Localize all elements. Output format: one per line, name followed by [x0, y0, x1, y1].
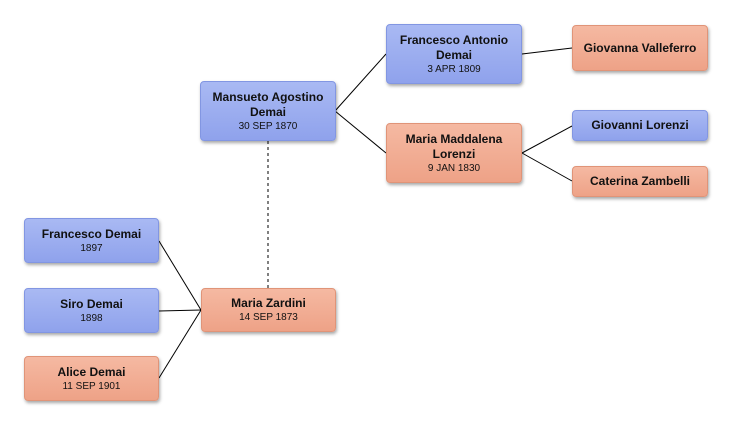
link-francesco-antonio-giovanna [521, 47, 573, 55]
link-francesco-maria-zardini [158, 240, 202, 311]
person-name: Siro Demai [60, 296, 123, 311]
person-name: Francesco Antonio Demai [399, 32, 509, 62]
person-caterina-zambelli[interactable]: Caterina Zambelli [572, 166, 708, 197]
person-name: Alice Demai [57, 364, 126, 379]
person-giovanni-lorenzi[interactable]: Giovanni Lorenzi [572, 110, 708, 141]
person-date: 1897 [80, 242, 103, 254]
person-alice-demai[interactable]: Alice Demai 11 SEP 1901 [24, 356, 159, 401]
link-siro-maria-zardini [158, 309, 202, 312]
link-mansueto-maria-maddalena [334, 110, 387, 154]
person-name: Francesco Demai [41, 226, 142, 241]
person-name: Maria Maddalena Lorenzi [405, 131, 503, 161]
person-francesco-demai[interactable]: Francesco Demai 1897 [24, 218, 159, 263]
person-francesco-antonio-demai[interactable]: Francesco Antonio Demai 3 APR 1809 [386, 24, 522, 84]
person-name: Maria Zardini [231, 296, 306, 310]
person-name: Mansueto Agostino Demai [212, 89, 324, 119]
person-date: 14 SEP 1873 [239, 312, 298, 323]
person-date: 30 SEP 1870 [238, 120, 298, 132]
person-mansueto-agostino-demai[interactable]: Mansueto Agostino Demai 30 SEP 1870 [200, 81, 336, 141]
person-date: 3 APR 1809 [427, 63, 481, 75]
person-maria-zardini[interactable]: Maria Zardini 14 SEP 1873 [201, 288, 336, 332]
link-maria-maddalena-giovanni [521, 125, 573, 154]
person-name: Caterina Zambelli [589, 174, 691, 188]
person-name: Giovanna Valleferro [583, 40, 697, 55]
link-mansueto-francesco-antonio [334, 53, 387, 112]
person-name: Giovanni Lorenzi [591, 118, 689, 132]
link-alice-maria-zardini [158, 309, 202, 379]
person-date: 9 JAN 1830 [427, 162, 481, 174]
link-maria-maddalena-caterina [521, 152, 573, 182]
person-siro-demai[interactable]: Siro Demai 1898 [24, 288, 159, 333]
person-giovanna-valleferro[interactable]: Giovanna Valleferro [572, 25, 708, 71]
person-maria-maddalena-lorenzi[interactable]: Maria Maddalena Lorenzi 9 JAN 1830 [386, 123, 522, 183]
person-date: 11 SEP 1901 [62, 380, 121, 392]
person-date: 1898 [80, 312, 103, 324]
